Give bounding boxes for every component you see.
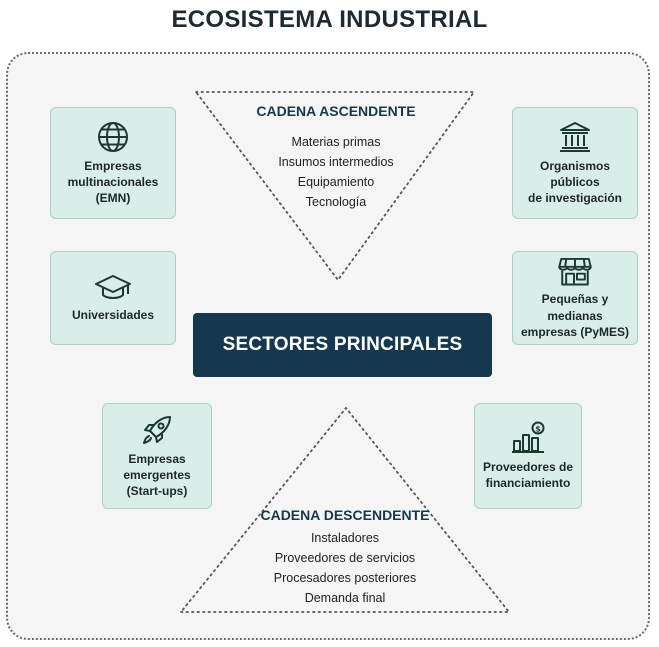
upstream-item: Tecnología bbox=[305, 195, 367, 209]
downstream-chain-list: Instaladores Proveedores de servicios Pr… bbox=[235, 528, 455, 608]
globe-icon bbox=[98, 121, 128, 152]
downstream-item: Demanda final bbox=[304, 591, 386, 605]
actor-label-research-bodies: Organismos públicos de investigación bbox=[527, 158, 623, 206]
actor-box-multinationals: Empresas multinacionales (EMN) bbox=[50, 107, 176, 219]
upstream-chain-list: Materias primas Insumos intermedios Equi… bbox=[236, 132, 436, 212]
actor-label-smes: Pequeñas y medianas empresas (PyMES) bbox=[520, 292, 630, 339]
rocket-icon bbox=[143, 415, 171, 444]
downstream-item: Instaladores bbox=[310, 531, 380, 545]
actor-box-smes: Pequeñas y medianas empresas (PyMES) bbox=[512, 251, 638, 345]
finance-chart-icon: $ bbox=[512, 421, 545, 453]
upstream-item: Equipamiento bbox=[297, 175, 375, 189]
institution-icon bbox=[560, 121, 590, 152]
downstream-item: Procesadores posteriores bbox=[273, 571, 417, 585]
svg-text:$: $ bbox=[535, 424, 541, 433]
actor-box-financing: $ Proveedores de financiamiento bbox=[474, 403, 582, 509]
actor-label-universities: Universidades bbox=[71, 307, 155, 322]
upstream-chain-title: CADENA ASCENDENTE bbox=[256, 103, 416, 119]
graduation-cap-icon bbox=[95, 274, 131, 299]
upstream-item: Materias primas bbox=[291, 135, 381, 149]
actor-box-universities: Universidades bbox=[50, 251, 176, 345]
downstream-item: Proveedores de servicios bbox=[274, 551, 416, 565]
upstream-item: Insumos intermedios bbox=[278, 155, 394, 169]
page-title: ECOSISTEMA INDUSTRIAL bbox=[171, 6, 488, 33]
main-sectors-box: SECTORES PRINCIPALES bbox=[193, 313, 492, 377]
actor-label-startups: Empresas emergentes (Start-ups) bbox=[123, 451, 191, 499]
actor-label-multinationals: Empresas multinacionales (EMN) bbox=[67, 158, 159, 206]
downstream-chain-title: CADENA DESCENDENTE bbox=[260, 507, 430, 523]
actor-box-startups: Empresas emergentes (Start-ups) bbox=[102, 403, 212, 509]
storefront-icon bbox=[558, 257, 592, 286]
actor-label-financing: Proveedores de financiamiento bbox=[482, 459, 574, 490]
actor-box-research-bodies: Organismos públicos de investigación bbox=[512, 107, 638, 219]
